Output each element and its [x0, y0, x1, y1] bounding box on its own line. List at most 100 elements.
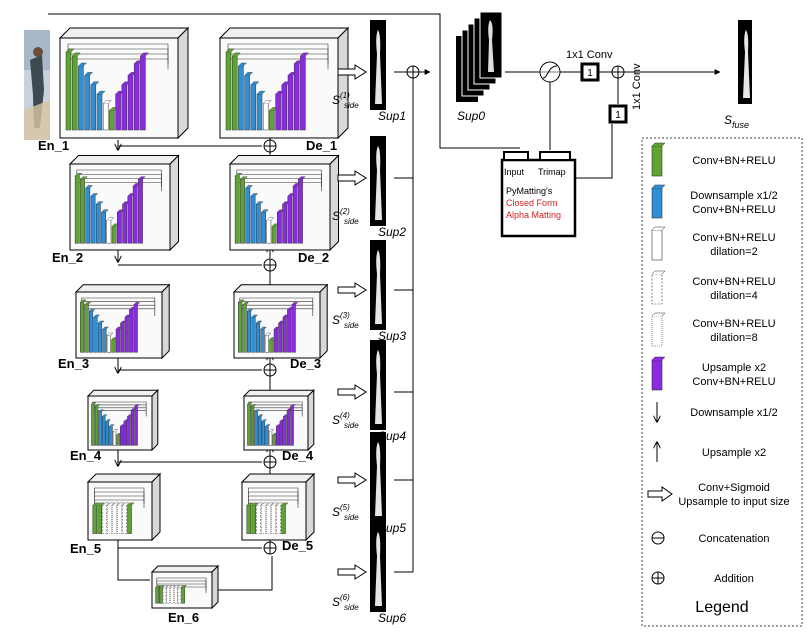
legend-item-label: Upsample x2 [702, 447, 766, 459]
s-side-label: S [332, 595, 340, 609]
legend-item-label: Conv+BN+RELU [692, 232, 775, 244]
fuse-output-map [738, 20, 752, 104]
svg-text:S: S [724, 113, 732, 127]
legend-item-label: dilation=8 [710, 332, 757, 344]
pymatting-box: Input Trimap PyMatting's Closed Form Alp… [500, 151, 577, 238]
pymatting-trimap-label: Trimap [538, 167, 566, 177]
legend-item: Downsample x1/2 [657, 402, 778, 422]
svg-text:fuse: fuse [732, 120, 749, 130]
decoder-label: De_4 [282, 448, 314, 463]
sigmoid-node [539, 61, 561, 83]
rsu-block [68, 154, 180, 252]
fuse-label: S fuse [724, 113, 749, 130]
s-side-label: S [332, 413, 340, 427]
legend-item: Concatenation [651, 531, 770, 545]
decoder-label: De_3 [290, 356, 321, 371]
legend-title: Legend [695, 599, 748, 616]
legend-item: Upsample x2 [657, 442, 766, 462]
rsu-block [74, 283, 171, 360]
decoder-labels: De_1 De_2 De_3 De_4 De_5 [282, 138, 337, 553]
rsu-block [218, 26, 350, 140]
encoder-labels: En_1 En_2 En_3 En_4 En_5 En_6 [38, 138, 199, 625]
addition-node [611, 65, 625, 79]
sup0-stack: Sup0 [456, 11, 503, 123]
svg-text:side: side [344, 603, 359, 612]
conv1x1-side-box: 1 [608, 104, 628, 124]
decoder-label: De_5 [282, 538, 313, 553]
svg-text:(2): (2) [340, 207, 350, 216]
legend-item-label: dilation=2 [710, 246, 757, 258]
side-outputs: Sup1S(1)sideSup2S(2)sideSup3S(3)sideSup4… [332, 20, 406, 625]
encoder-label: En_2 [52, 250, 83, 265]
pymatting-line3: Alpha Matting [506, 210, 561, 220]
legend-item-label: Conv+BN+RELU [692, 318, 775, 330]
legend-item: Upsample x2 Conv+BN+RELU [651, 356, 776, 391]
svg-text:(4): (4) [340, 411, 350, 420]
s-side-label: S [332, 313, 340, 327]
legend-item-label: Addition [714, 573, 754, 585]
rsu-block [86, 472, 162, 542]
svg-text:side: side [344, 513, 359, 522]
svg-text:side: side [344, 421, 359, 430]
legend-item-label: dilation=4 [710, 290, 757, 302]
pymatting-input-label: Input [504, 167, 525, 177]
svg-text:1: 1 [615, 110, 621, 121]
pymatting-line2: Closed Form [506, 198, 558, 208]
legend-item-label: Downsample x1/2 [690, 407, 777, 419]
concat-nodes [263, 65, 420, 555]
decoder-label: De_2 [298, 250, 329, 265]
legend-item-label: Upsample x2 [702, 362, 766, 374]
s-side-label: S [332, 209, 340, 223]
rsu-block [240, 472, 316, 542]
encoder-label: En_1 [38, 138, 69, 153]
svg-text:(3): (3) [340, 311, 350, 320]
rsu-block [232, 283, 329, 360]
rsu-block [242, 388, 316, 452]
conv1x1-side-label: 1x1 Conv [631, 63, 643, 110]
rsu-block [58, 26, 190, 140]
legend-item-label: Conv+BN+RELU [692, 204, 775, 216]
conv1x1-top-box: 1 [580, 62, 600, 82]
rsu-block [150, 564, 220, 610]
rsu-block [86, 388, 160, 452]
legend-item: Conv+BN+RELU dilation=4 [651, 270, 776, 305]
pymatting-line1: PyMatting's [506, 186, 553, 196]
s-side-label: S [332, 505, 340, 519]
svg-text:side: side [344, 321, 359, 330]
legend-item: Addition [651, 571, 754, 585]
encoder-label: En_3 [58, 356, 89, 371]
legend-item-label: Conv+BN+RELU [692, 376, 775, 388]
sup0-label: Sup0 [457, 109, 485, 123]
encoder-label: En_4 [70, 448, 102, 463]
legend-item-label: Upsample to input size [678, 496, 789, 508]
legend-item-label: Conv+BN+RELU [692, 155, 775, 167]
legend-item: Conv+BN+RELU dilation=8 [651, 312, 776, 347]
svg-text:(6): (6) [340, 593, 350, 602]
side-output-2: Sup2 S(2)side [332, 136, 406, 239]
svg-text:side: side [344, 101, 359, 110]
conv1x1-top-label: 1x1 Conv [566, 49, 613, 61]
network-blocks [58, 26, 350, 610]
svg-text:side: side [344, 217, 359, 226]
legend-item-label: Conv+BN+RELU [692, 276, 775, 288]
s-side-label: S [332, 93, 340, 107]
legend-item-label: Concatenation [699, 533, 770, 545]
legend-item-label: Conv+Sigmoid [698, 482, 770, 494]
svg-text:1: 1 [587, 68, 593, 79]
svg-text:(1): (1) [340, 91, 350, 100]
sup-label: Sup2 [378, 225, 406, 239]
svg-text:(5): (5) [340, 503, 350, 512]
input-image [24, 30, 50, 140]
encoder-label: En_5 [70, 541, 101, 556]
legend-item: Conv+BN+RELU [651, 142, 776, 177]
decoder-label: De_1 [306, 138, 337, 153]
